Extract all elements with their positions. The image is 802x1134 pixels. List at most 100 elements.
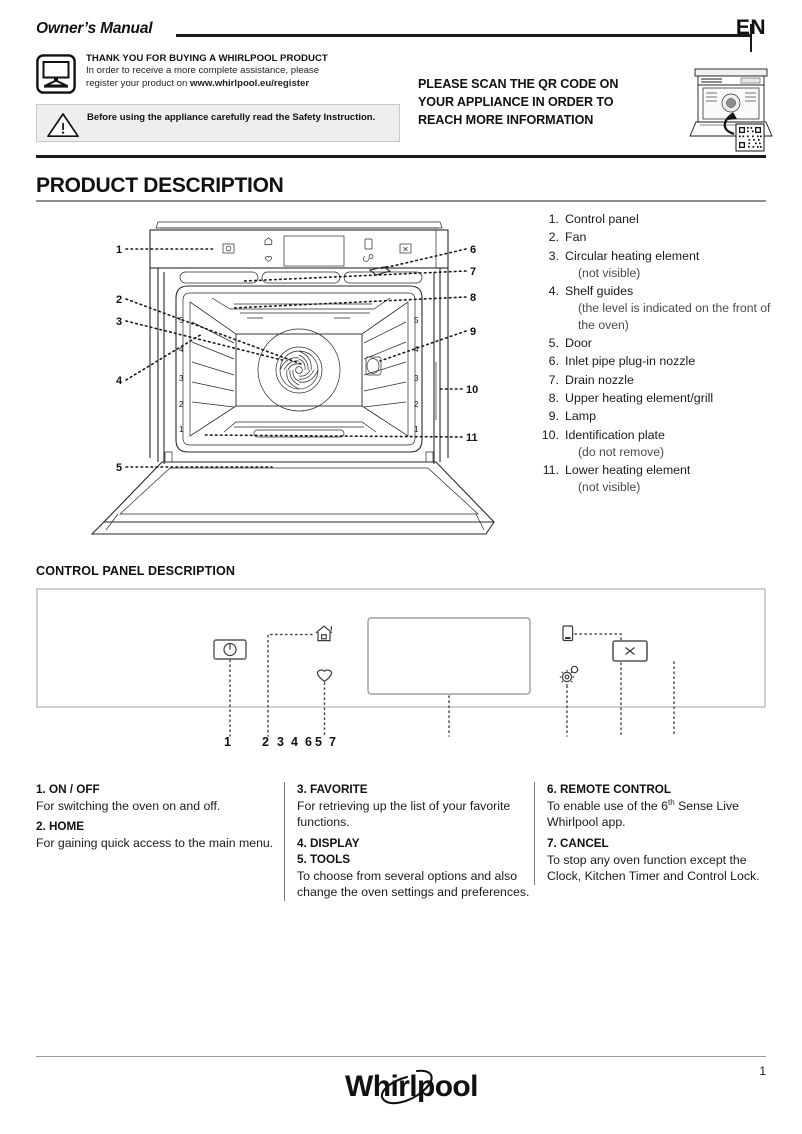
description-column-3: 6. REMOTE CONTROL To enable use of the 6… xyxy=(534,782,784,885)
description-column-2: 3. FAVORITE For retrieving up the list o… xyxy=(284,782,534,901)
desc-body-on-off: For switching the oven on and off. xyxy=(36,799,221,813)
shelf-level-right-1: 1 xyxy=(414,425,419,434)
qr-callout-text: PLEASE SCAN THE QR CODE ON YOUR APPLIANC… xyxy=(418,75,678,129)
oven-qr-illustration xyxy=(689,68,773,152)
list-item: 7.Drain nozzle xyxy=(538,371,774,389)
panel-callout-6: 6 xyxy=(305,735,312,749)
list-item: 4. Shelf guides xyxy=(538,282,774,300)
register-product-block: THANK YOU FOR BUYING A WHIRLPOOL PRODUCT… xyxy=(36,52,402,98)
desc-body-remote-post: Sense Live Whirlpool app. xyxy=(547,799,739,830)
part-label: Shelf guides xyxy=(565,283,634,298)
home-icon xyxy=(315,625,333,642)
part-number: 3. xyxy=(548,248,559,263)
control-panel-title: CONTROL PANEL DESCRIPTION xyxy=(36,564,236,578)
callout-6: 6 xyxy=(470,244,476,256)
list-item: 2. Fan xyxy=(538,228,774,246)
product-description-title: PRODUCT DESCRIPTION xyxy=(36,174,284,197)
shelf-level-right-3: 3 xyxy=(414,374,419,383)
part-number: 11. xyxy=(542,462,559,477)
qr-callout-line3: REACH MORE INFORMATION xyxy=(418,113,594,127)
language-code: EN xyxy=(735,16,766,39)
callout-10: 10 xyxy=(466,384,478,396)
cancel-button xyxy=(612,640,648,662)
header-rule xyxy=(176,34,750,37)
shelf-level-right-4: 4 xyxy=(414,345,419,354)
shelf-level-left-1: 1 xyxy=(179,425,184,434)
parts-list: 1. Control panel 2. Fan 3. Circular heating… xyxy=(538,210,774,496)
callout-7: 7 xyxy=(470,266,476,278)
product-description-rule xyxy=(36,200,766,202)
register-text: THANK YOU FOR BUYING A WHIRLPOOL PRODUCT… xyxy=(86,52,404,90)
part-number: 7. xyxy=(548,372,559,387)
part-label: Fan xyxy=(565,230,587,245)
desc-body-remote-control: To enable use of the 6th Sense Live Whir… xyxy=(547,798,784,831)
desc-heading-cancel: 7. CANCEL xyxy=(547,836,609,850)
panel-callout-3: 3 xyxy=(277,735,284,749)
part-label: Circular heating element xyxy=(565,248,700,263)
part-subtext: (do not remove) xyxy=(578,444,665,459)
display-screen xyxy=(367,617,531,695)
shelf-level-left-5: 5 xyxy=(179,316,184,325)
tools-gear-icon xyxy=(559,665,579,686)
header-bottom-rule xyxy=(36,155,766,158)
list-item: 1. Control panel xyxy=(538,210,774,228)
register-line1: In order to receive a more complete assi… xyxy=(86,65,320,76)
part-number: 9. xyxy=(548,409,559,424)
desc-body-remote-sup: th xyxy=(668,797,675,807)
page-number: 1 xyxy=(759,1064,766,1078)
part-subtext: (the level is indicated on the front of … xyxy=(578,301,771,333)
register-line2-prefix: register your product on xyxy=(86,77,190,89)
list-item: 11. Lower heating element xyxy=(538,461,774,479)
whirlpool-logo: Whirlpool xyxy=(345,1069,479,1105)
smartphone-icon xyxy=(562,625,574,642)
control-panel-diagram: .pnl { fill:#ffffff; stroke:#bdbdbd; str… xyxy=(36,588,766,749)
part-subtext: (not visible) xyxy=(578,480,641,495)
callout-3: 3 xyxy=(116,316,122,328)
page-title: Owner’s Manual xyxy=(36,20,153,37)
part-label: Lamp xyxy=(565,409,596,424)
register-url[interactable]: www.whirlpool.eu/register xyxy=(190,77,310,89)
part-number: 2. xyxy=(548,230,559,245)
power-button xyxy=(213,639,247,660)
part-number: 1. xyxy=(548,212,559,226)
part-label: Inlet pipe plug-in nozzle xyxy=(565,354,696,369)
list-item: 6.Inlet pipe plug-in nozzle xyxy=(538,352,774,370)
part-label: Lower heating element xyxy=(565,462,691,477)
callout-8: 8 xyxy=(470,292,476,304)
desc-heading-on-off: 1. ON / OFF xyxy=(36,783,100,796)
control-panel-descriptions: 1. ON / OFF For switching the oven on an… xyxy=(36,782,768,932)
register-line2: register your product on www.whirlpool.e… xyxy=(86,78,404,91)
desc-heading-home: 2. HOME xyxy=(36,820,85,834)
desc-heading-remote-control: 6. REMOTE CONTROL xyxy=(547,783,672,796)
callout-2: 2 xyxy=(116,294,122,306)
header-title-row: Owner’s Manual EN xyxy=(36,16,766,52)
list-item: 3. Circular heating element xyxy=(538,247,774,265)
part-label: Door xyxy=(565,336,592,351)
shelf-level-left-2: 2 xyxy=(179,400,184,409)
desc-body-tools: To choose from several options and also … xyxy=(297,868,530,900)
qr-callout-line1: PLEASE SCAN THE QR CODE ON xyxy=(418,77,619,91)
list-item: 10.Identification plate xyxy=(538,426,774,444)
desc-body-home: For gaining quick access to the main men… xyxy=(36,836,274,851)
list-item: 5. Door xyxy=(538,334,774,352)
shelf-level-left-3: 3 xyxy=(179,374,184,383)
desc-heading-favorite: 3. FAVORITE xyxy=(297,783,368,796)
part-number: 5. xyxy=(548,336,559,351)
warning-triangle-icon xyxy=(47,113,79,138)
part-label: Identification plate xyxy=(565,427,665,442)
desc-body-favorite: For retrieving up the list of your favor… xyxy=(297,799,511,830)
callout-9: 9 xyxy=(470,326,476,338)
list-item: 8.Upper heating element/grill xyxy=(538,389,774,407)
callout-4: 4 xyxy=(116,375,123,387)
part-number: 4. xyxy=(548,283,559,298)
oven-diagram: .ln { fill:none; stroke:#2a2a2a; stroke-… xyxy=(90,221,496,535)
desc-heading-display: 4. DISPLAY xyxy=(297,836,360,850)
safety-notice-box: Before using the appliance carefully rea… xyxy=(36,104,400,142)
desc-heading-tools: 5. TOOLS xyxy=(297,852,351,866)
monitor-icon xyxy=(36,54,76,94)
footer-rule xyxy=(36,1056,766,1058)
shelf-level-right-2: 2 xyxy=(414,400,419,409)
header-tick xyxy=(750,24,752,52)
part-label: Control panel xyxy=(565,212,639,226)
